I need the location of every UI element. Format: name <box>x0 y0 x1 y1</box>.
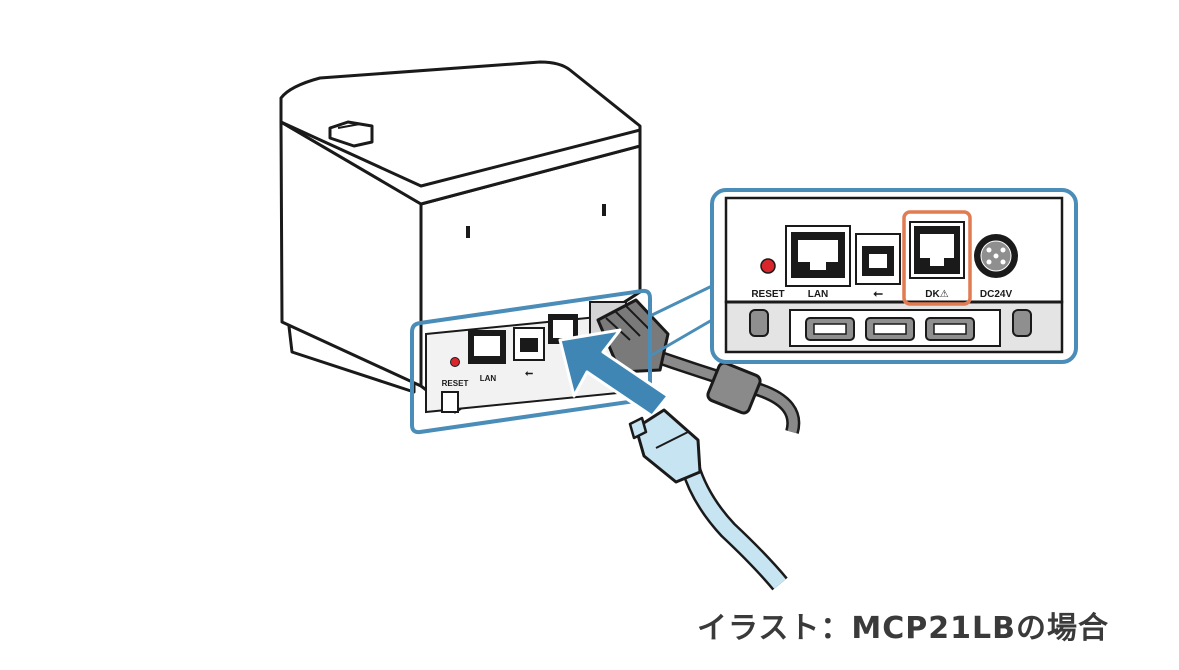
power-cable <box>596 298 801 434</box>
caption: イラスト：MCP21LBの場合 <box>697 611 1109 646</box>
left-side-slot <box>749 309 769 337</box>
reset-button-small <box>450 357 460 367</box>
reset-button <box>760 258 776 274</box>
callout-connector-lines <box>649 284 713 358</box>
usb-label-small: ⭠ <box>525 368 533 379</box>
insert-direction-arrow <box>558 328 670 418</box>
drawer-kick-cable <box>628 408 788 591</box>
lan-label-small: LAN <box>480 374 497 383</box>
dk-connector-plug <box>634 408 702 484</box>
lan-label: LAN <box>808 289 829 300</box>
dk-label: DK⚠ <box>925 289 948 300</box>
right-side-slot <box>1012 309 1032 337</box>
dk-port-highlight <box>902 210 972 306</box>
usb-label: ⭠ <box>873 286 883 300</box>
zoomed-rear-panel: RESET LAN ⭠ DK⚠ DC24V <box>710 188 1078 364</box>
dc24v-label: DC24V <box>980 289 1013 300</box>
reset-label-small: RESET <box>442 379 469 388</box>
reset-label: RESET <box>751 289 784 300</box>
